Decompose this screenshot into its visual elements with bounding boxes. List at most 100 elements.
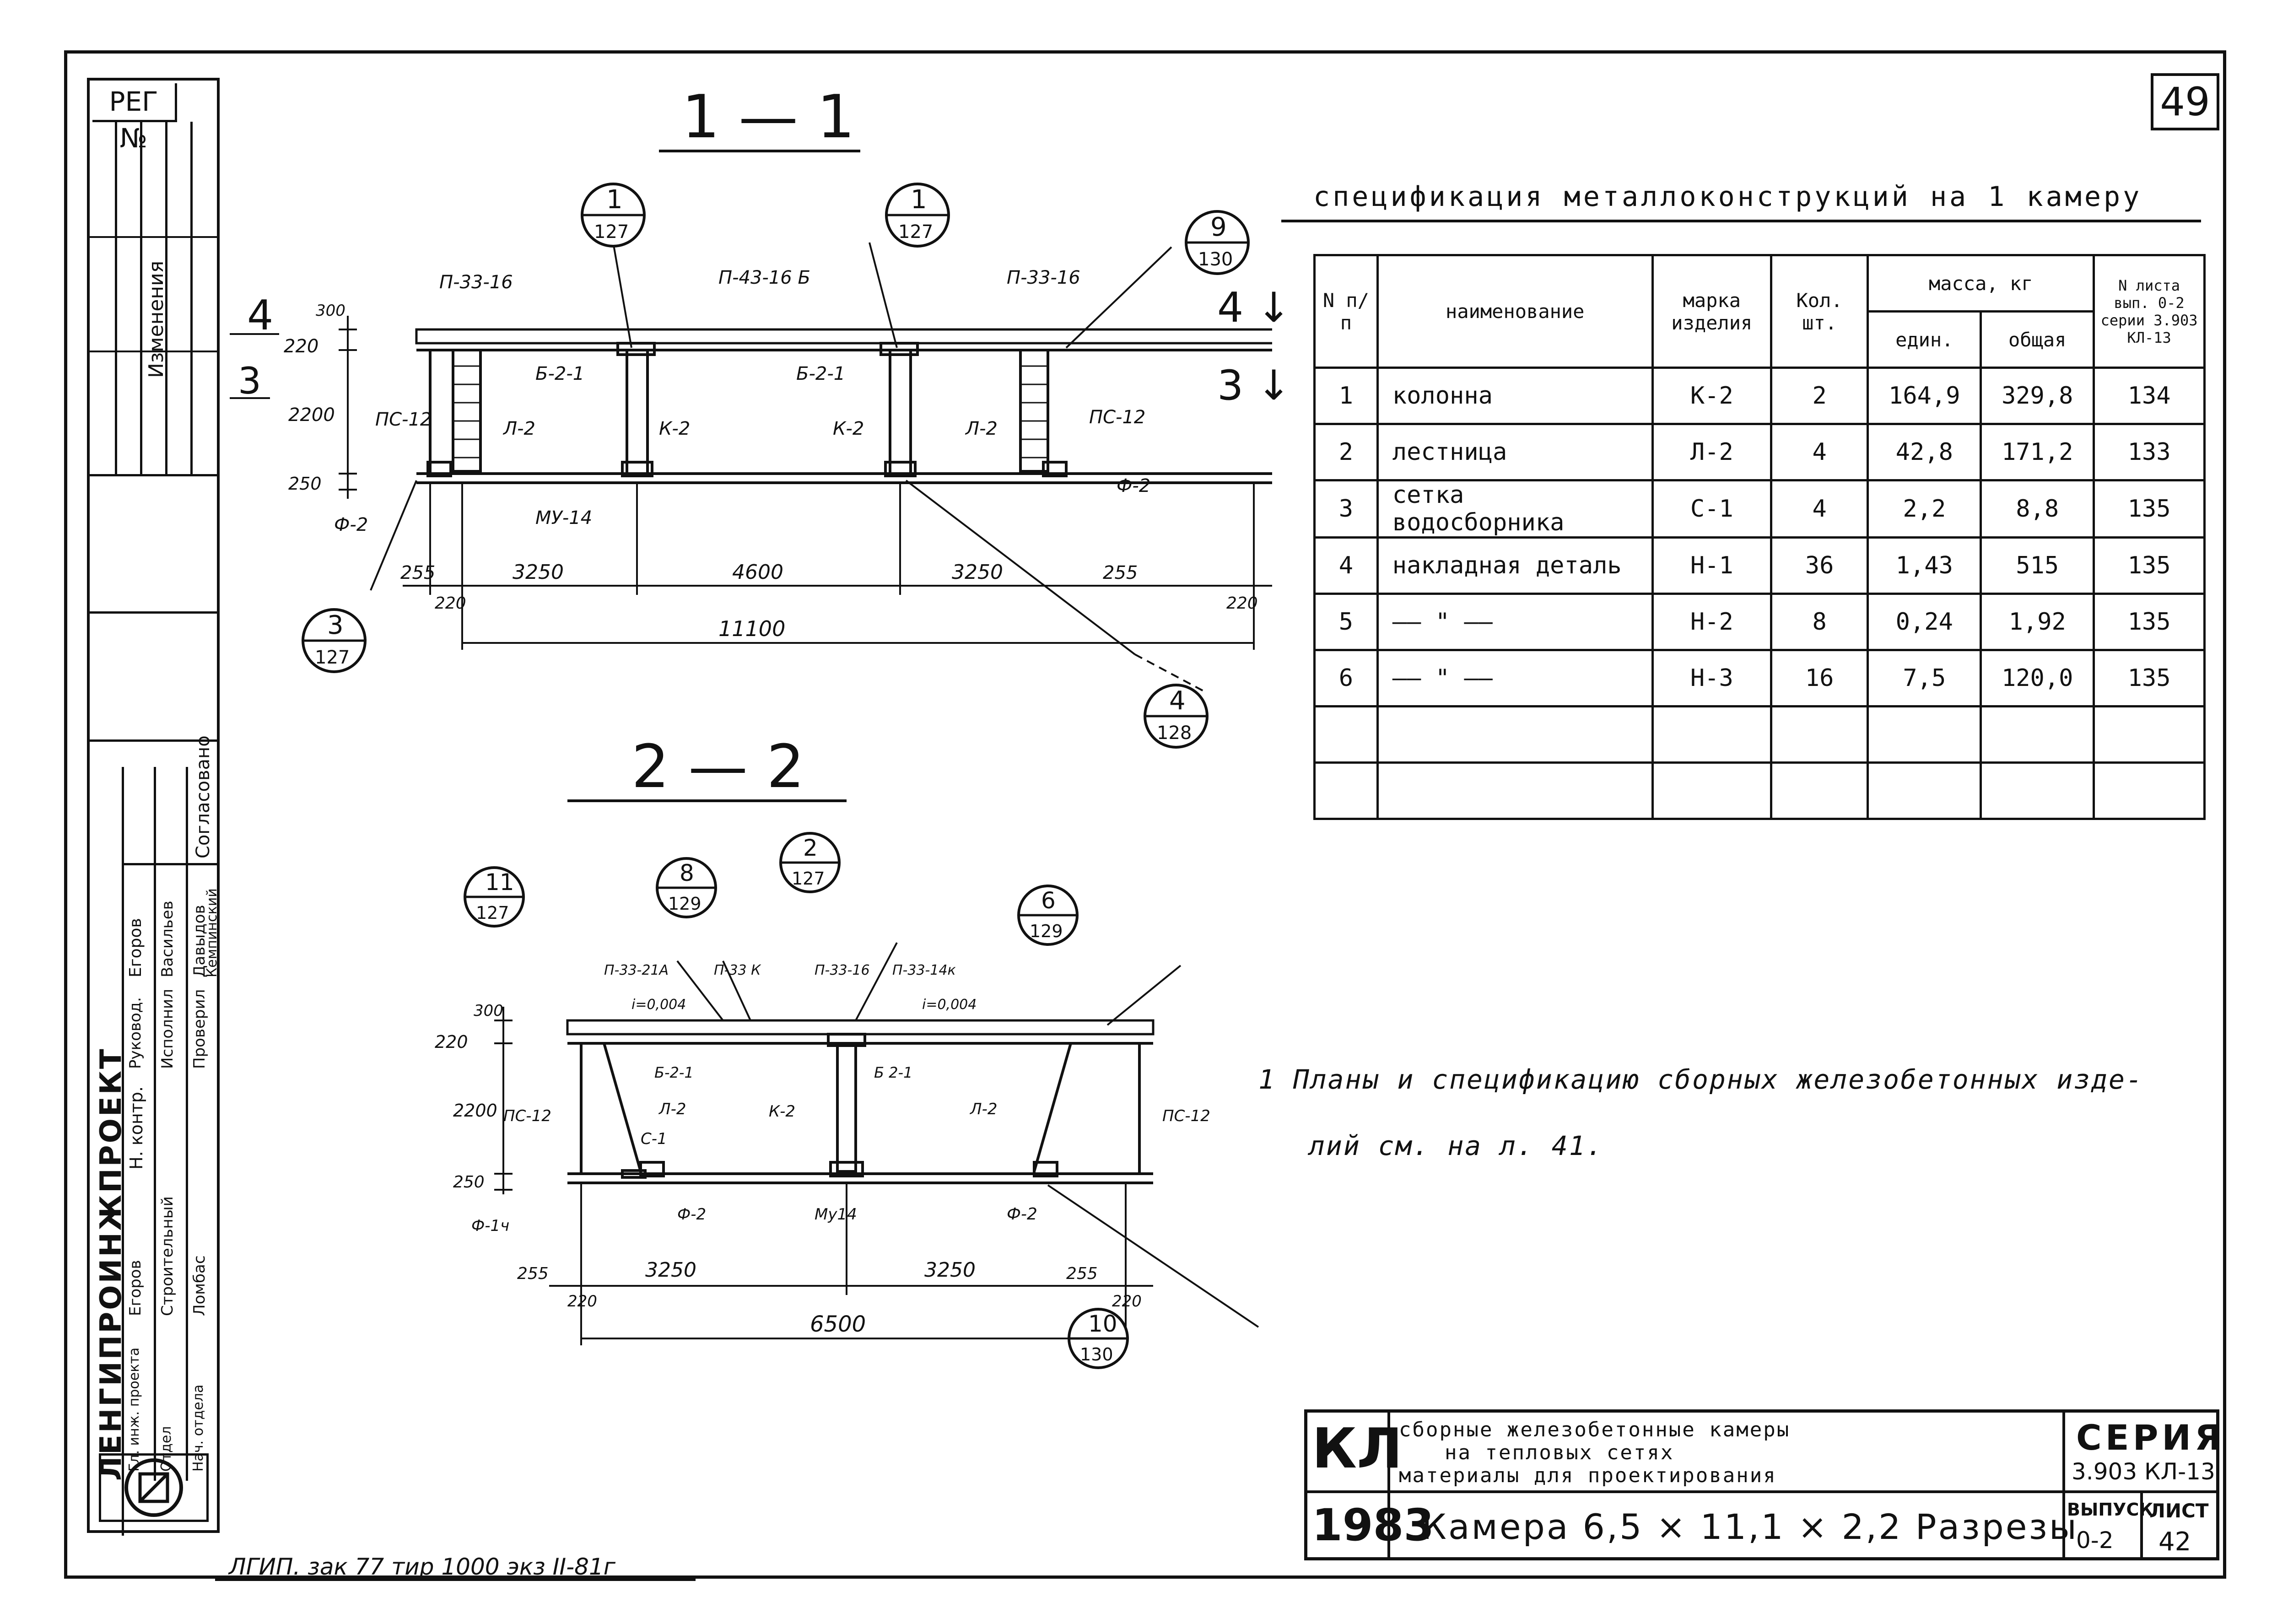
svg-text:129: 129	[1030, 921, 1063, 941]
beam-label-left: Б-2-1	[535, 363, 584, 384]
name-egorov: Егоров	[126, 918, 145, 977]
role-nkontr: Н. контр.	[126, 1086, 146, 1170]
dim-4600: 4600	[732, 561, 783, 584]
svg-text:4: 4	[1169, 686, 1186, 716]
title-block: КЛ 1983 сборные железобетонные камеры на…	[1304, 1409, 2222, 1560]
spec-row-empty	[1313, 705, 2206, 764]
dim-255a: 255	[400, 562, 435, 583]
svg-text:1: 1	[911, 185, 927, 215]
callout-10-130: 10 130	[1068, 1308, 1129, 1369]
dim-h2200-2: 2200	[453, 1101, 497, 1121]
mu-label-2: Му14	[815, 1205, 857, 1224]
f-label-mid-2: Ф-2	[677, 1205, 706, 1224]
name-kempinsky: Кемпинский	[204, 888, 220, 977]
ladder-label-right-2: Л-2	[969, 1100, 997, 1118]
changes-header: Изменения	[145, 260, 168, 378]
sheet-title: Камера 6,5 × 11,1 × 2,2 Разрезы	[1422, 1506, 2078, 1547]
series-label: СЕРИЯ	[2076, 1417, 2225, 1458]
callout-4-128: 4 128	[1144, 684, 1209, 749]
ladder-label-left: Л-2	[502, 418, 535, 439]
agreed-label: Согласовано	[193, 735, 214, 858]
svg-text:127: 127	[792, 869, 825, 889]
callout-11-127: 11 127	[464, 866, 525, 928]
changes-grid: Изменения	[90, 122, 217, 476]
dim-h220: 220	[284, 336, 318, 357]
hdr-mass: масса, кг	[1867, 254, 2095, 313]
hdr-unit: един.	[1867, 310, 1982, 369]
callout-3-127: 3 127	[302, 608, 367, 673]
svg-text:9: 9	[1210, 212, 1227, 242]
svg-text:8: 8	[680, 860, 694, 886]
svg-text:11: 11	[485, 869, 514, 896]
callout-1-127-a: 1 127	[581, 183, 646, 248]
drawing-frame	[64, 50, 2226, 1579]
name-stroit: Строительный	[158, 1196, 177, 1316]
svg-text:127: 127	[594, 221, 629, 243]
desc-line-2: на тепловых сетях	[1445, 1441, 1674, 1464]
sheet-number: 49	[2160, 79, 2210, 125]
spec-title-underline	[1281, 220, 2201, 222]
callout-8-129: 8 129	[656, 857, 717, 918]
dim-h300-2: 300	[474, 1002, 503, 1020]
slab-label-d: П-33-14к	[892, 962, 956, 978]
slab-label-left: П-33-16	[439, 272, 513, 293]
svg-text:128: 128	[1157, 723, 1192, 744]
view-arrow-4: 4	[247, 291, 273, 340]
name-egorov-2: Егоров	[126, 1260, 145, 1316]
role-proveril: Проверил	[190, 989, 209, 1069]
list-value: 42	[2158, 1527, 2191, 1557]
beam-label-right: Б-2-1	[796, 363, 845, 384]
org-logo	[99, 1453, 209, 1522]
dim-220a: 220	[435, 594, 466, 613]
hdr-sheet: N листа вып. 0-2 серии 3.903 КЛ-13	[2093, 254, 2206, 369]
slab-label-c: П-33-16	[815, 962, 870, 978]
dim-h220-2: 220	[435, 1032, 468, 1052]
issue-label: ВЫПУСК	[2067, 1500, 2153, 1520]
issue-value: 0-2	[2076, 1527, 2114, 1554]
svg-text:2: 2	[803, 835, 818, 861]
left-stamp-strip: РЕГ № Изменения ЛЕНГИПРОИНЖПРОЕКТ Соглас…	[87, 78, 220, 1536]
reg-label: РЕГ №	[92, 83, 177, 154]
dim-255a-2: 255	[517, 1264, 549, 1283]
list-label: ЛИСТ	[2149, 1500, 2209, 1522]
svg-text:130: 130	[1198, 249, 1233, 270]
view-arrow-3: 3	[238, 360, 261, 402]
role-rukovod: Руковод.	[126, 997, 145, 1069]
ps-label-left-2: ПС-12	[503, 1107, 551, 1125]
hdr-total: общая	[1980, 310, 2095, 369]
spec-row-empty	[1313, 761, 2206, 820]
svg-text:129: 129	[668, 894, 702, 914]
slope-label-b: i=0,004	[922, 997, 977, 1013]
section-1-1-title: 1 — 1	[682, 87, 855, 151]
dim-3250a-2: 3250	[645, 1258, 696, 1282]
desc-line-1: сборные железобетонные камеры	[1399, 1418, 1791, 1441]
organization-name: ЛЕНГИПРОИНЖПРОЕКТ	[94, 1047, 128, 1481]
callout-2-127: 2 127	[779, 832, 841, 893]
grate-label: С-1	[641, 1130, 667, 1148]
f-label-right-2: Ф-2	[1007, 1205, 1037, 1224]
section-2-2-title: 2 — 2	[631, 732, 804, 801]
section-1-1: 1 — 1 П-33-16 П-43-16 Б П-33-16 Б-2-1 Б-…	[230, 87, 1272, 749]
desc-line-3: материалы для проектирования	[1399, 1464, 1777, 1487]
dim-220b-2: 220	[1112, 1292, 1142, 1311]
note-line-1: 1 Планы и спецификацию сборных железобет…	[1258, 1064, 2143, 1095]
dim-3250b-2: 3250	[924, 1258, 976, 1282]
ps-label-left: ПС-12	[375, 409, 432, 430]
sheet-number-box: 49	[2151, 73, 2219, 130]
hdr-mark: марка изделия	[1651, 254, 1772, 369]
col-label-left: К-2	[659, 418, 690, 439]
footer-underline	[215, 1579, 696, 1581]
ps-label-right-2: ПС-12	[1162, 1107, 1210, 1125]
beam-label-b: Б 2-1	[874, 1064, 912, 1081]
svg-text:127: 127	[315, 647, 350, 668]
mu-label: МУ-14	[535, 507, 592, 529]
slab-label-right: П-33-16	[1007, 267, 1080, 288]
col-label-right: К-2	[833, 418, 864, 439]
hdr-qty: Кол. шт.	[1770, 254, 1869, 369]
callout-1-127-b: 1 127	[885, 183, 950, 248]
f-label-left: Ф-2	[334, 514, 368, 535]
spec-arrow-3: 3 ↓	[1217, 361, 1291, 410]
